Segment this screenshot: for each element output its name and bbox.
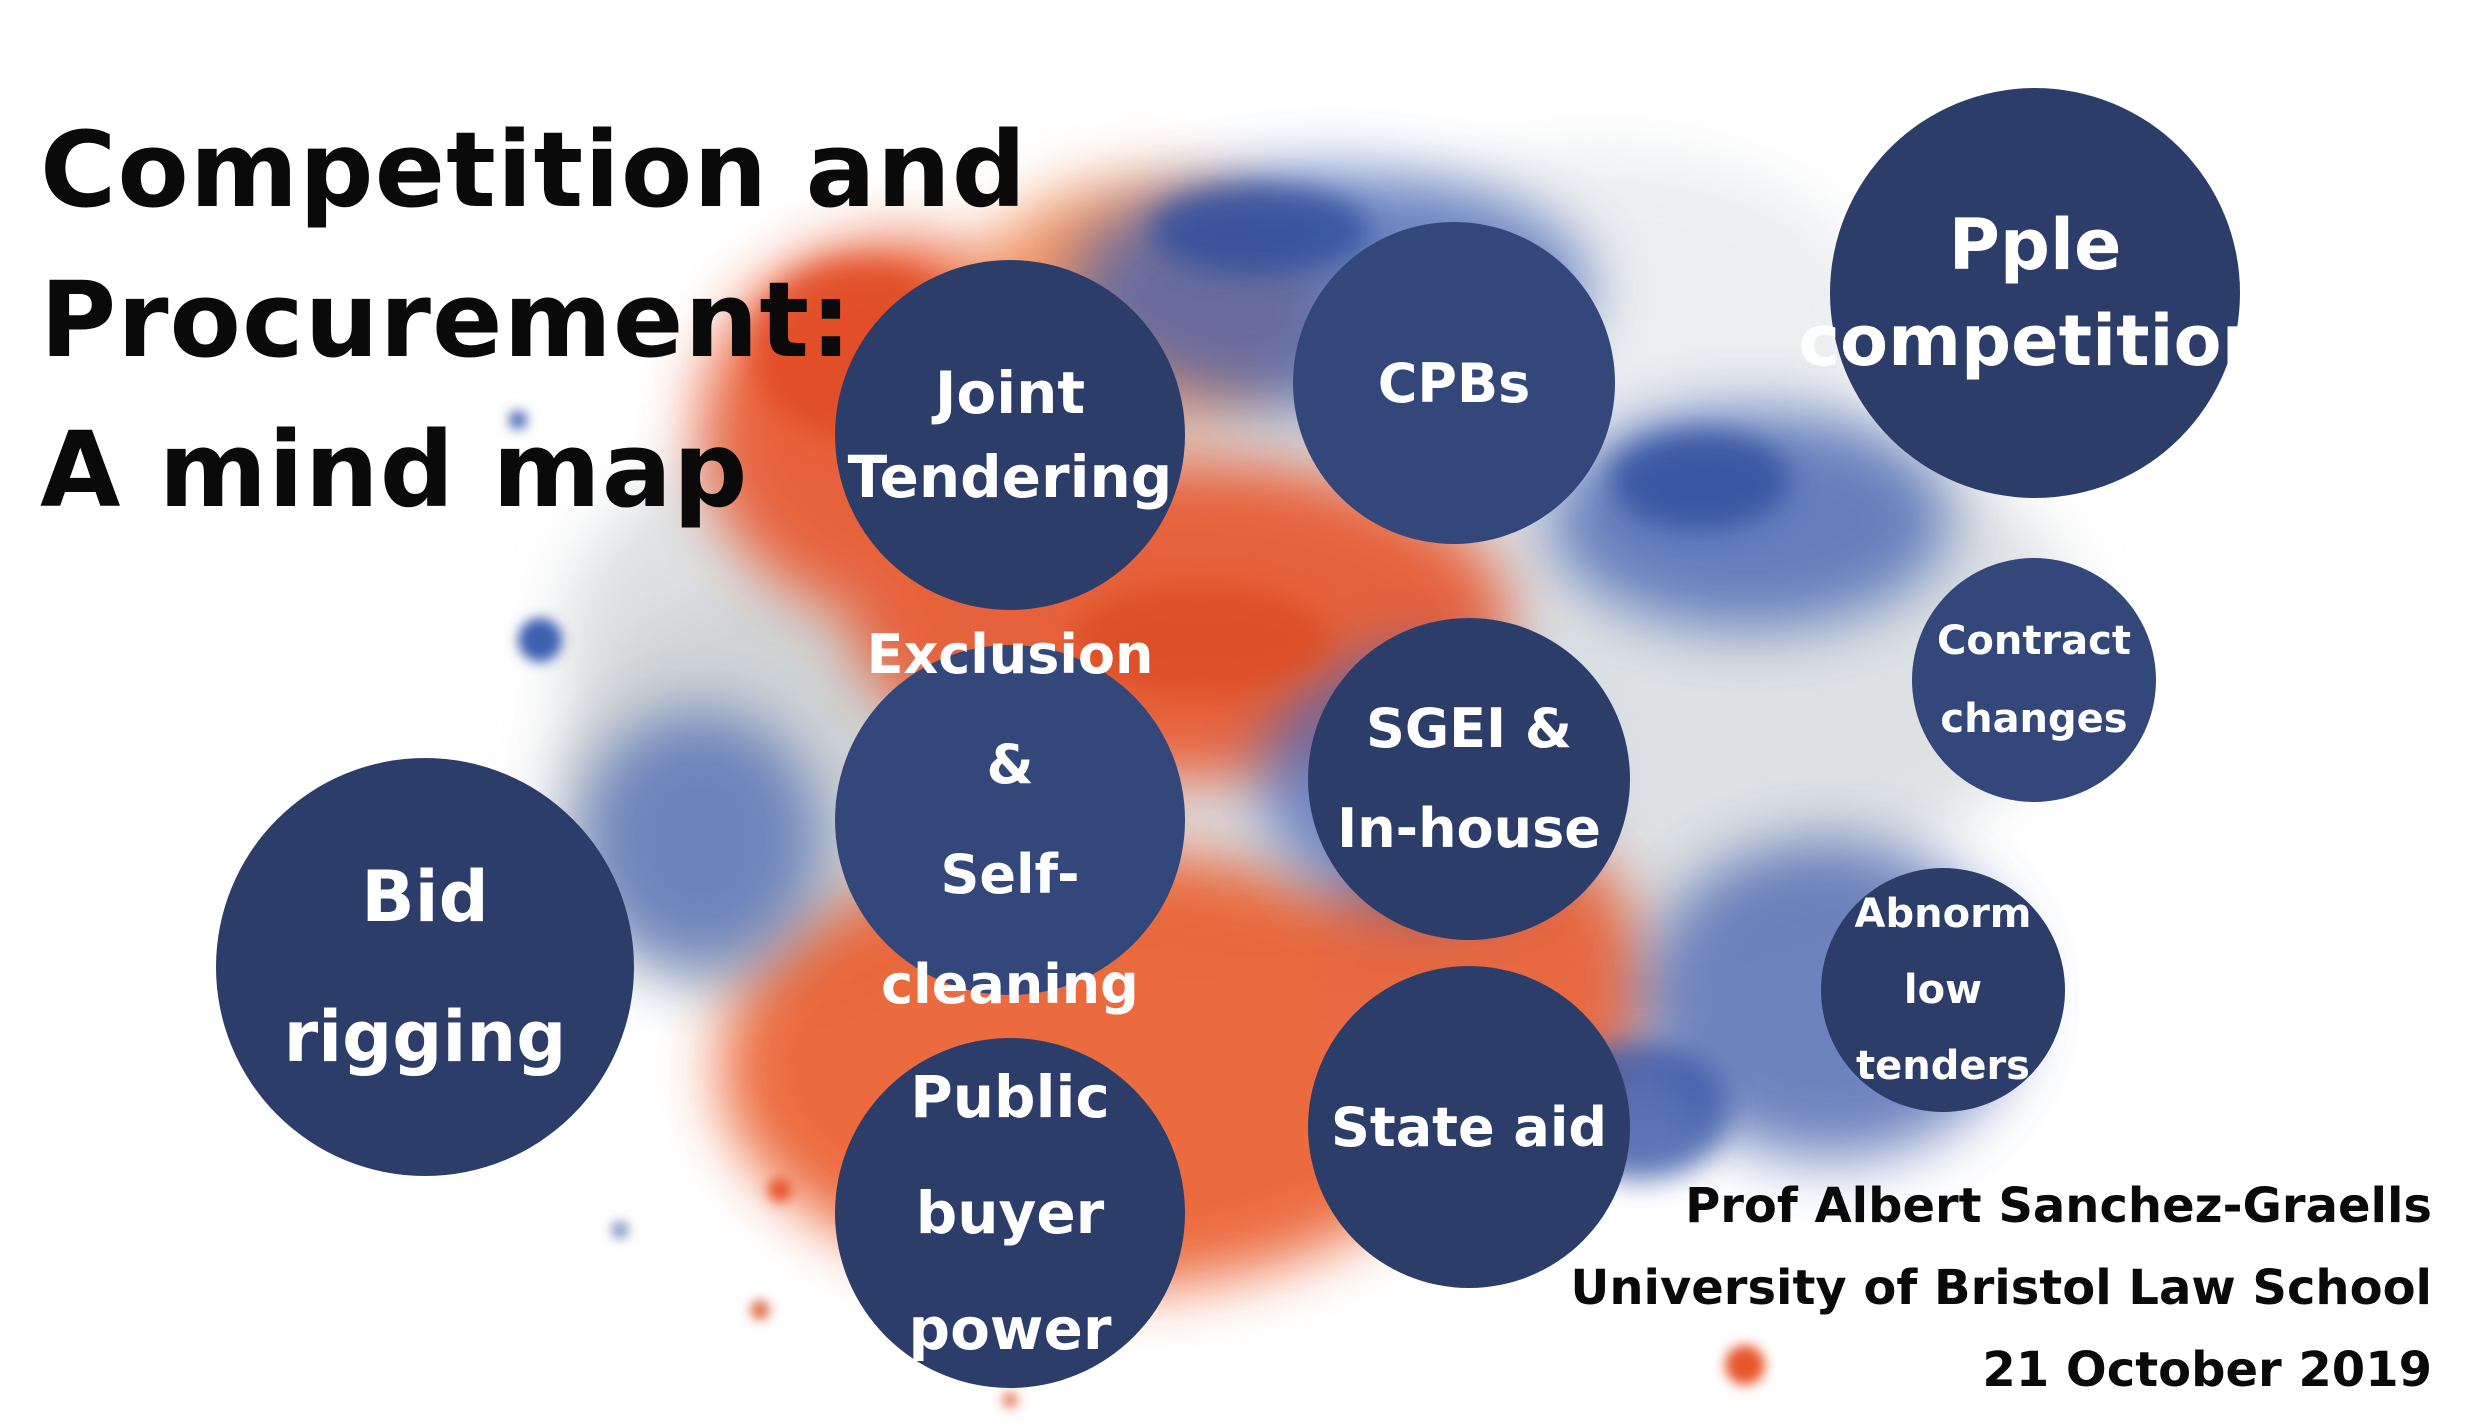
node-joint-tendering[interactable]: Joint Tendering <box>835 260 1185 610</box>
presentation-date: 21 October 2019 <box>1982 1342 2432 1398</box>
node-label: Pple competition <box>1798 204 2272 382</box>
title-line-3: A mind map <box>40 409 749 531</box>
node-label: Contract changes <box>1937 618 2131 742</box>
institution-name: University of Bristol Law School <box>1570 1260 2432 1316</box>
node-label: Bid rigging <box>283 856 567 1078</box>
title-line-2: Procurement: <box>40 259 853 381</box>
node-abnorm-low-tenders[interactable]: Abnorm low tenders <box>1821 868 2065 1112</box>
node-label: SGEI & In-house <box>1337 697 1601 860</box>
node-label: CPBs <box>1377 351 1531 415</box>
node-label: State aid <box>1331 1095 1607 1159</box>
node-label: Exclusion & Self-cleaning <box>866 623 1154 1016</box>
node-label: Joint Tendering <box>847 359 1173 511</box>
author-name: Prof Albert Sanchez-Graells <box>1685 1178 2432 1234</box>
title-line-1: Competition and <box>40 109 1028 231</box>
node-pple-competition[interactable]: Pple competition <box>1799 88 2271 498</box>
node-label: Abnorm low tenders <box>1854 891 2032 1089</box>
node-state-aid[interactable]: State aid <box>1308 966 1630 1288</box>
node-exclusion-self-cleaning[interactable]: Exclusion & Self-cleaning <box>835 623 1185 1016</box>
node-cpbs[interactable]: CPBs <box>1293 222 1615 544</box>
node-sgei-in-house[interactable]: SGEI & In-house <box>1308 618 1630 940</box>
node-contract-changes[interactable]: Contract changes <box>1912 558 2156 802</box>
node-bid-rigging[interactable]: Bid rigging <box>216 758 634 1176</box>
mind-map-title: Competition and Procurement: A mind map <box>40 95 1028 545</box>
presentation-credits: Prof Albert Sanchez-Graells University o… <box>1532 1165 2432 1411</box>
node-public-buyer-power[interactable]: Public buyer power <box>835 1038 1185 1388</box>
node-label: Public buyer power <box>908 1063 1112 1363</box>
